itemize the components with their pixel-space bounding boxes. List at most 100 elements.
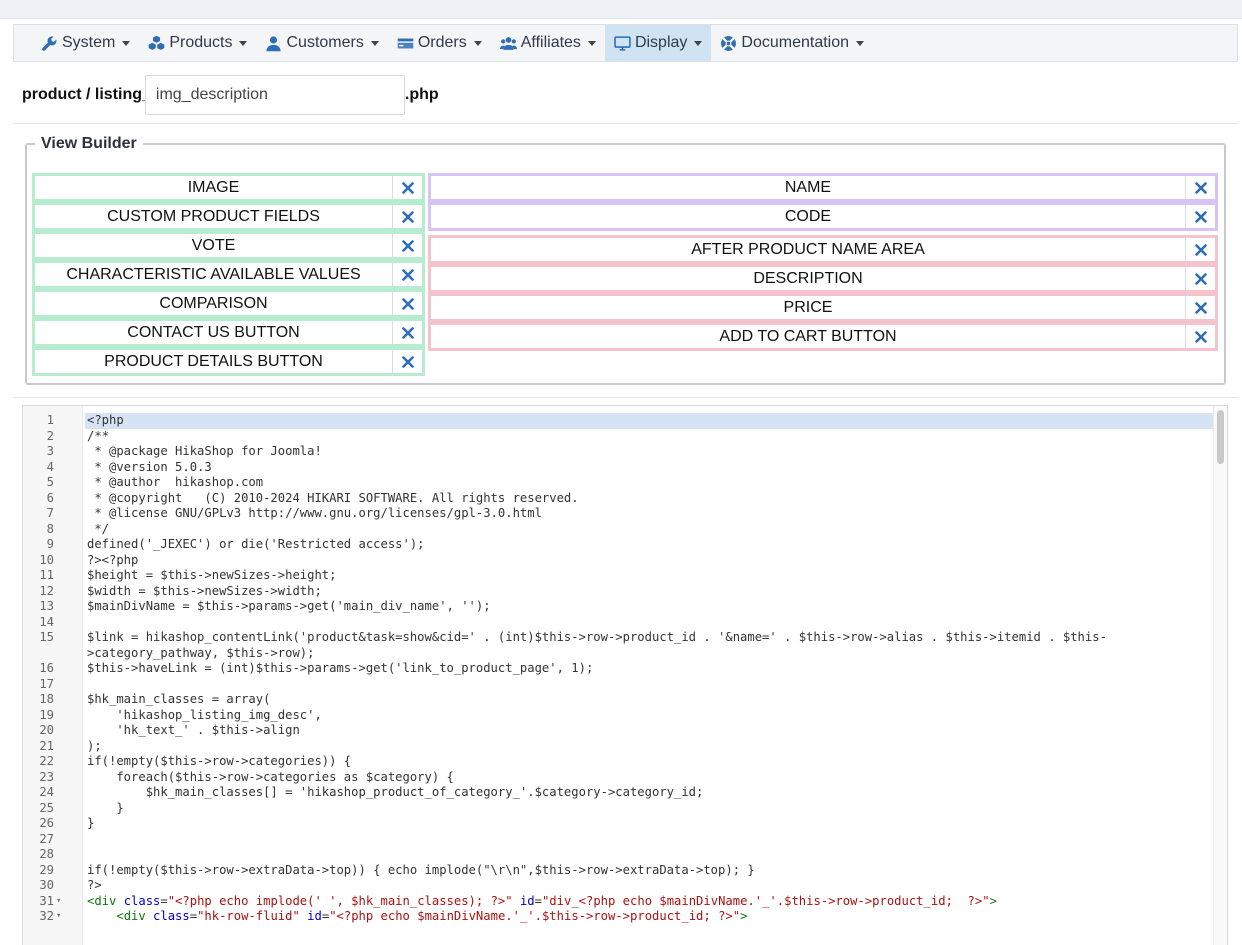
line-number: 32 — [39, 909, 54, 923]
code-token: > — [740, 909, 748, 923]
close-icon — [401, 181, 414, 194]
remove-button[interactable] — [1185, 176, 1215, 199]
menu-display[interactable]: Display — [604, 25, 712, 61]
line-number: 16 — [39, 661, 54, 675]
remove-button[interactable] — [392, 234, 422, 257]
view-builder: View Builder IMAGE CUSTOM PRODUCT FIELDS… — [25, 135, 1226, 385]
remove-button[interactable] — [392, 176, 422, 199]
remove-button[interactable] — [392, 263, 422, 286]
code-line[interactable]: 17 — [23, 677, 1213, 693]
slot-name[interactable]: NAME — [428, 173, 1218, 202]
close-icon — [1194, 301, 1207, 314]
file-suffix: .php — [404, 86, 439, 103]
slot-label: CHARACTERISTIC AVAILABLE VALUES — [66, 265, 361, 283]
remove-button[interactable] — [1185, 238, 1215, 261]
remove-button[interactable] — [392, 350, 422, 373]
code-token: = — [160, 893, 168, 908]
menu-system[interactable]: System — [32, 25, 139, 61]
remove-button[interactable] — [392, 292, 422, 315]
slot-label: PRODUCT DETAILS BUTTON — [104, 352, 323, 370]
line-number: 7 — [46, 506, 54, 520]
code-line[interactable]: 16$this->haveLink = (int)$this->params->… — [23, 661, 1213, 677]
code-line[interactable]: 13$mainDivName = $this->params->get('mai… — [23, 599, 1213, 615]
code-line[interactable]: 7 * @license GNU/GPLv3 http://www.gnu.or… — [23, 506, 1213, 522]
code-line[interactable]: 11$height = $this->newSizes->height; — [23, 568, 1213, 584]
menu-customers[interactable]: Customers — [256, 25, 387, 61]
slot-price[interactable]: PRICE — [428, 293, 1218, 322]
code-line[interactable]: 20 'hk_text_' . $this->align — [23, 723, 1213, 739]
code-line[interactable]: 3 * @package HikaShop for Joomla! — [23, 444, 1213, 460]
code-text: * @author hikashop.com — [87, 475, 264, 489]
line-number: 8 — [46, 521, 54, 536]
divider — [13, 123, 1238, 124]
line-number: 27 — [39, 831, 54, 846]
code-line[interactable]: 14 — [23, 615, 1213, 631]
remove-button[interactable] — [392, 321, 422, 344]
remove-button[interactable] — [1185, 205, 1215, 228]
slot-product-details-button[interactable]: PRODUCT DETAILS BUTTON — [32, 347, 425, 376]
divider — [13, 397, 1238, 398]
code-text: foreach($this->row->categories as $categ… — [87, 769, 454, 784]
editor-scrollbar[interactable] — [1213, 406, 1227, 945]
slot-vote[interactable]: VOTE — [32, 231, 425, 260]
code-line[interactable]: 8 */ — [23, 522, 1213, 538]
slot-custom-product-fields[interactable]: CUSTOM PRODUCT FIELDS — [32, 202, 425, 231]
slot-comparison[interactable]: COMPARISON — [32, 289, 425, 318]
code-line[interactable]: 27 — [23, 832, 1213, 848]
code-text: <div class="<?php echo implode(' ', $hk_… — [85, 894, 1213, 910]
code-text: $mainDivName = $this->params->get('main_… — [87, 599, 491, 613]
credit-card-icon — [397, 38, 414, 48]
slot-after-product-name-area[interactable]: AFTER PRODUCT NAME AREA — [428, 235, 1218, 264]
remove-button[interactable] — [1185, 267, 1215, 290]
code-text: $width = $this->newSizes->width; — [87, 583, 322, 598]
code-line[interactable]: 18$hk_main_classes = array( — [23, 692, 1213, 708]
menu-affiliates[interactable]: Affiliates — [491, 25, 605, 61]
code-text: $hk_main_classes[] = 'hikashop_product_o… — [87, 785, 704, 799]
remove-button[interactable] — [392, 205, 422, 228]
fold-toggle-icon[interactable]: ▾ — [56, 895, 62, 906]
slot-code[interactable]: CODE — [428, 202, 1218, 231]
code-line[interactable]: 19 'hikashop_listing_img_desc', — [23, 708, 1213, 724]
menu-documentation[interactable]: Documentation — [711, 25, 873, 61]
code-token: id — [519, 893, 535, 908]
menu-products[interactable]: Products — [139, 25, 256, 61]
code-line[interactable]: 6 * @copyright (C) 2010-2024 HIKARI SOFT… — [23, 491, 1213, 507]
code-line[interactable]: 15$link = hikashop_contentLink('product&… — [23, 630, 1213, 646]
close-icon — [401, 326, 414, 339]
code-line[interactable]: 12$width = $this->newSizes->width; — [23, 584, 1213, 600]
slot-contact-us-button[interactable]: CONTACT US BUTTON — [32, 318, 425, 347]
scrollbar-thumb[interactable] — [1217, 410, 1224, 464]
code-line[interactable]: 5 * @author hikashop.com — [23, 475, 1213, 491]
code-line[interactable]: 21); — [23, 739, 1213, 755]
remove-button[interactable] — [1185, 325, 1215, 348]
code-line[interactable]: >category_pathway, $this->row); — [23, 646, 1213, 662]
code-line[interactable]: 23 foreach($this->row->categories as $ca… — [23, 770, 1213, 786]
fold-toggle-icon[interactable]: ▾ — [56, 911, 62, 921]
code-line[interactable]: 4 * @version 5.0.3 — [23, 460, 1213, 476]
code-line[interactable]: 32▾ <div class="hk-row-fluid" id="<?php … — [23, 909, 1213, 925]
code-token: = — [189, 909, 198, 923]
menu-orders[interactable]: Orders — [388, 25, 491, 61]
file-name-input[interactable] — [144, 75, 405, 115]
slot-add-to-cart-button[interactable]: ADD TO CART BUTTON — [428, 322, 1218, 351]
code-line[interactable]: 28 — [23, 847, 1213, 863]
remove-button[interactable] — [1185, 296, 1215, 319]
slot-characteristic-values[interactable]: CHARACTERISTIC AVAILABLE VALUES — [32, 260, 425, 289]
close-icon — [1194, 181, 1207, 194]
code-line[interactable]: 2/** — [23, 429, 1213, 445]
code-line[interactable]: 10?><?php — [23, 553, 1213, 569]
code-line[interactable]: 30?> — [23, 878, 1213, 894]
code-line[interactable]: 25 } — [23, 801, 1213, 817]
code-text: /** — [87, 428, 110, 443]
code-text: ); — [87, 738, 102, 753]
code-line[interactable]: 26} — [23, 816, 1213, 832]
slot-description[interactable]: DESCRIPTION — [428, 264, 1218, 293]
code-line[interactable]: 31▾<div class="<?php echo implode(' ', $… — [23, 894, 1213, 910]
slot-image[interactable]: IMAGE — [32, 173, 425, 202]
code-line[interactable]: 1<?php — [23, 413, 1213, 429]
code-line[interactable]: 24 $hk_main_classes[] = 'hikashop_produc… — [23, 785, 1213, 801]
